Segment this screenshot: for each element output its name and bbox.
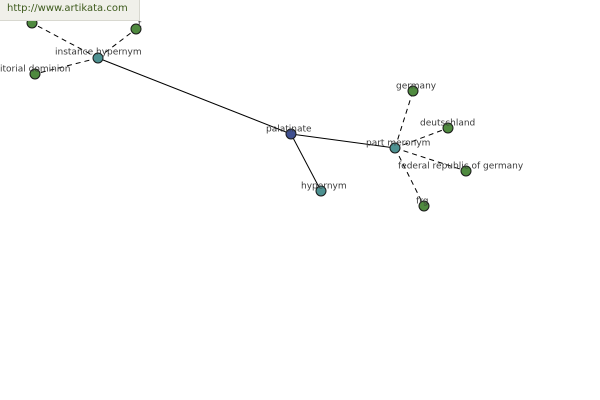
graph-node-deutschland[interactable]: deutschland bbox=[420, 119, 475, 134]
edge-part_meronym-frg bbox=[394, 147, 425, 207]
node-dot-hypernym[interactable] bbox=[315, 185, 327, 197]
edge-part_meronym-federal_republic bbox=[394, 147, 467, 172]
node-label-territorial_dominion[interactable]: itorial dominion bbox=[0, 65, 71, 75]
node-dot-top_t[interactable] bbox=[130, 23, 142, 35]
node-dot-instance_hypernym[interactable] bbox=[92, 52, 104, 64]
node-label-germany[interactable]: germany bbox=[396, 82, 437, 92]
edge-part_meronym-germany bbox=[394, 90, 414, 149]
graph-node-frg[interactable]: frg bbox=[416, 197, 430, 212]
graph-node-top_t[interactable]: t bbox=[130, 20, 142, 35]
edge-instance_hypernym-territorial_dominion bbox=[34, 57, 99, 75]
node-label-top_t[interactable]: t bbox=[138, 20, 142, 30]
graph-node-part_meronym[interactable]: part meronym bbox=[366, 139, 430, 154]
node-label-part_meronym[interactable]: part meronym bbox=[366, 139, 430, 149]
node-label-frg[interactable]: frg bbox=[416, 197, 428, 207]
edge-palatinate-part_meronym bbox=[290, 133, 396, 149]
graph-node-hypernym[interactable]: hypernym bbox=[301, 182, 347, 197]
graph-node-germany[interactable]: germany bbox=[396, 82, 437, 97]
graph-node-territorial_dominion[interactable]: itorial dominion bbox=[0, 65, 71, 80]
nodes-layer: palatinate instance hypernym part meronym h… bbox=[0, 17, 524, 212]
graph-node-instance_hypernym[interactable]: instance hypernym bbox=[55, 48, 142, 64]
edge-part_meronym-deutschland bbox=[394, 127, 449, 149]
node-dot-germany[interactable] bbox=[407, 85, 419, 97]
node-dot-territorial_dominion[interactable] bbox=[29, 68, 41, 80]
edge-instance_hypernym-top_t bbox=[97, 28, 137, 59]
node-label-hypernym[interactable]: hypernym bbox=[301, 182, 347, 192]
edge-palatinate-hypernym bbox=[290, 133, 322, 192]
node-label-deutschland[interactable]: deutschland bbox=[420, 119, 475, 129]
node-dot-part_meronym[interactable] bbox=[389, 142, 401, 154]
node-label-instance_hypernym[interactable]: instance hypernym bbox=[55, 48, 142, 58]
site-banner[interactable]: http://www.artikata.com bbox=[0, 0, 140, 21]
edges-layer bbox=[31, 22, 467, 207]
node-dot-palatinate[interactable] bbox=[285, 128, 297, 140]
graph-node-palatinate[interactable]: palatinate bbox=[266, 125, 312, 140]
node-label-federal_republic[interactable]: federal republic of germany bbox=[398, 162, 524, 172]
node-dot-frg[interactable] bbox=[418, 200, 430, 212]
node-dot-deutschland[interactable] bbox=[442, 122, 454, 134]
edge-palatinate-instance_hypernym bbox=[97, 57, 292, 135]
node-dot-federal_republic[interactable] bbox=[460, 165, 472, 177]
edge-instance_hypernym-top_left bbox=[31, 22, 99, 59]
node-label-palatinate[interactable]: palatinate bbox=[266, 125, 312, 135]
graph-node-federal_republic[interactable]: federal republic of germany bbox=[398, 162, 524, 177]
